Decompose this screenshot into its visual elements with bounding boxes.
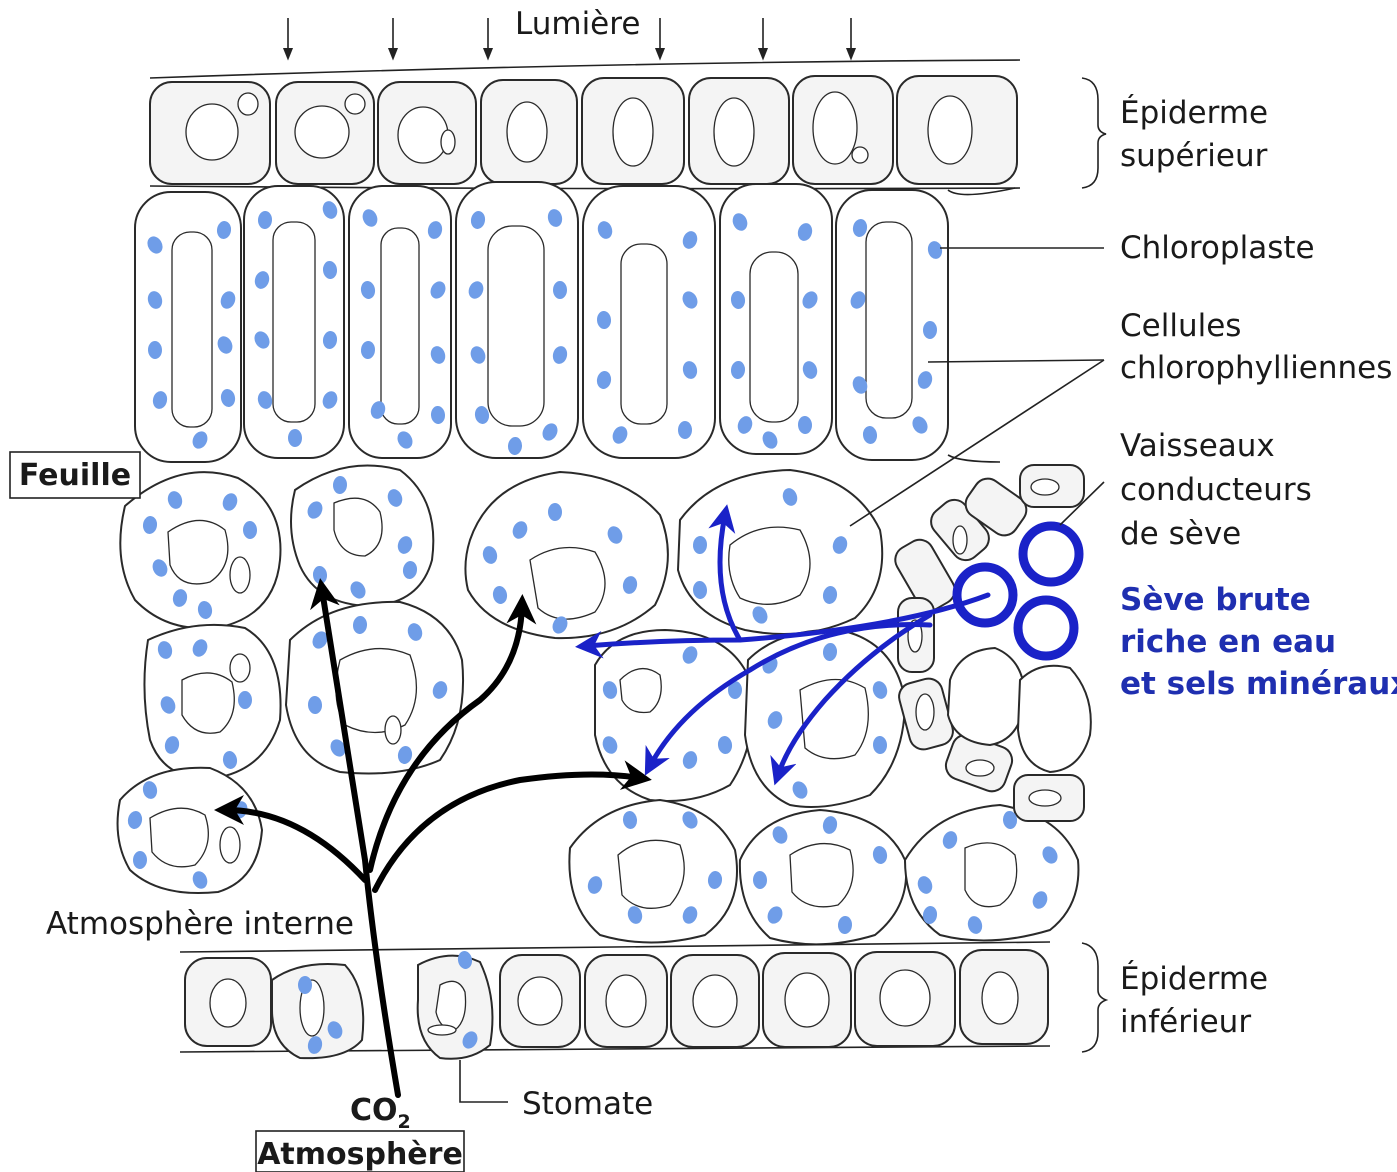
label-atmosphere: Atmosphère (257, 1137, 463, 1172)
label-seve-line3: et sels minéraux (1120, 666, 1397, 702)
label-epiderme-inferieur-line2: inférieur (1120, 1004, 1251, 1040)
label-cellules-line1: Cellules (1120, 308, 1241, 344)
label-vaisseaux-line3: de sève (1120, 516, 1241, 552)
label-seve-line2: riche en eau (1120, 624, 1336, 660)
label-lumiere: Lumière (515, 6, 640, 42)
label-co2: CO2 (350, 1093, 411, 1133)
label-stomate: Stomate (522, 1086, 653, 1122)
upper-epidermis (150, 60, 1020, 189)
label-seve-line1: Sève brute (1120, 582, 1311, 618)
label-cellules-line2: chlorophylliennes (1120, 350, 1392, 386)
label-vaisseaux-line1: Vaisseaux (1120, 428, 1275, 464)
label-vaisseaux-line2: conducteurs (1120, 472, 1312, 508)
label-co2-main: CO (350, 1093, 398, 1128)
label-epiderme-superieur-line2: supérieur (1120, 138, 1268, 174)
label-epiderme-superieur-line1: Épiderme (1120, 95, 1268, 131)
label-chloroplaste: Chloroplaste (1120, 230, 1315, 266)
vascular-bundle (890, 465, 1091, 821)
label-epiderme-inferieur-line1: Épiderme (1120, 961, 1268, 997)
label-atmosphere-interne: Atmosphère interne (46, 906, 354, 942)
label-feuille: Feuille (19, 458, 131, 493)
chloroplast (238, 691, 252, 709)
feuille-box: Feuille (10, 452, 140, 498)
atmosphere-box: Atmosphère (256, 1131, 464, 1172)
label-co2-sub: 2 (398, 1111, 411, 1133)
chloroplast (553, 281, 567, 299)
